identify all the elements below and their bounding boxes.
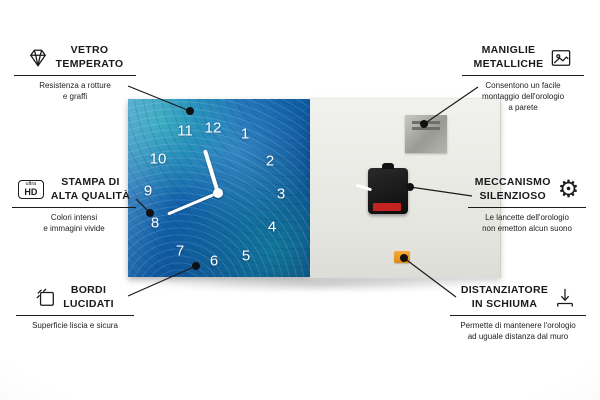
feature-title: MECCANISMO SILENZIOSO: [474, 176, 551, 202]
feature-title: VETRO TEMPERATO: [55, 44, 124, 70]
clock-number-12: 12: [204, 119, 222, 137]
clock-number-5: 5: [241, 247, 251, 265]
spare-hand: [355, 183, 373, 192]
hanger-slot: [412, 121, 440, 124]
feature-header: MANIGLIE METALLICHE: [462, 44, 584, 77]
feature-header: BORDI LUCIDATI: [16, 284, 134, 317]
feature-meccanismo-silenzioso: MECCANISMO SILENZIOSO ⚙ Le lancette dell…: [468, 176, 586, 235]
clock-number-2: 2: [265, 152, 275, 170]
minute-hand: [167, 191, 219, 216]
feature-bordi-lucidati: BORDI LUCIDATI Superficie liscia e sicur…: [16, 284, 134, 332]
foam-spacer-icon: [555, 287, 575, 309]
clock-number-6: 6: [209, 252, 219, 270]
clock-number-7: 7: [175, 242, 185, 260]
clock-mechanism: [355, 163, 408, 214]
ultra-hd-label-big: HD: [24, 186, 38, 197]
clock-center-cap: [213, 188, 223, 198]
metal-hanger-plate: [405, 115, 447, 153]
clock-number-11: 11: [177, 122, 193, 140]
feature-header: VETRO TEMPERATO: [14, 44, 136, 77]
foam-spacer: [394, 251, 410, 263]
feature-title: DISTANZIATORE IN SCHIUMA: [460, 284, 549, 310]
clock-number-3: 3: [276, 185, 286, 203]
hanger-slot: [412, 127, 440, 130]
clock-number-8: 8: [150, 214, 160, 232]
gear-icon: ⚙: [557, 175, 580, 203]
feature-title: STAMPA DI ALTA QUALITÀ: [50, 176, 131, 202]
feature-subtitle: Consentono un facile montaggio dell'orol…: [481, 81, 565, 112]
clock-number-1: 1: [240, 125, 250, 143]
clock-number-4: 4: [267, 218, 277, 236]
clock-front-face: 12 1 2 3 4 5 6 7 8 9 10 11: [128, 99, 316, 277]
feature-subtitle: Resistenza a rotture e graffi: [39, 81, 111, 102]
feature-title: MANIGLIE METALLICHE: [473, 44, 544, 70]
frame-hanger-icon: [550, 48, 572, 68]
feature-subtitle: Colori intensi e immagini vivide: [43, 213, 105, 234]
feature-header: DISTANZIATORE IN SCHIUMA: [450, 284, 586, 317]
battery: [373, 203, 401, 211]
feature-header: MECCANISMO SILENZIOSO ⚙: [468, 175, 586, 209]
feature-maniglie-metalliche: MANIGLIE METALLICHE Consentono un facile…: [462, 44, 584, 114]
clock-number-9: 9: [143, 182, 153, 200]
ultra-hd-label-small: ultra: [25, 181, 37, 188]
product-shadow: [138, 276, 494, 292]
mechanism-hook: [382, 163, 394, 169]
polished-edges-icon: [36, 288, 56, 308]
feature-vetro-temperato: VETRO TEMPERATO Resistenza a rotture e g…: [14, 44, 136, 103]
clock-number-10: 10: [149, 150, 167, 168]
feature-header: ultra HD STAMPA DI ALTA QUALITÀ: [12, 176, 136, 209]
diamond-icon: [27, 48, 49, 68]
feature-subtitle: Permette di mantenere l'orologio ad ugua…: [460, 321, 576, 342]
feature-stampa-alta-qualita: ultra HD STAMPA DI ALTA QUALITÀ Colori i…: [12, 176, 136, 235]
ultra-hd-icon: ultra HD: [17, 180, 44, 199]
hour-hand: [202, 149, 220, 194]
feature-subtitle: Le lancette dell'orologio non emetton al…: [482, 213, 572, 234]
feature-subtitle: Superficie liscia e sicura: [32, 321, 118, 331]
feature-title: BORDI LUCIDATI: [63, 284, 114, 310]
feature-distanziatore-schiuma: DISTANZIATORE IN SCHIUMA Permette di man…: [450, 284, 586, 343]
